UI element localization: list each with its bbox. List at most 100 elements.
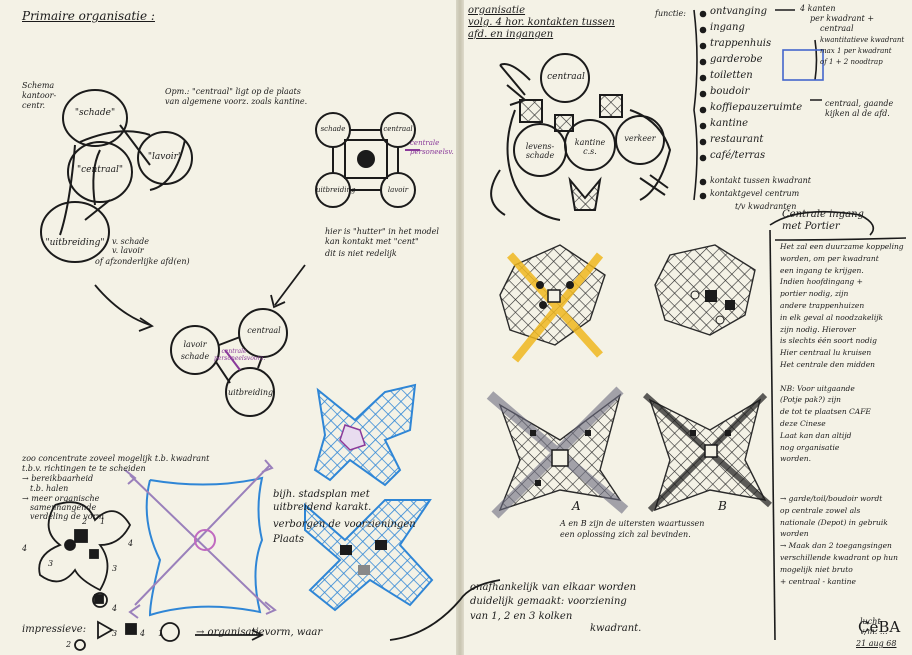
blue-grid-bottom xyxy=(305,500,432,610)
funct-aside-5: of 1 + 2 noodtrap xyxy=(820,59,883,66)
note-stad-1: bijh. stadsplan met xyxy=(273,490,370,501)
label-lavoir: "lavoir" xyxy=(145,152,185,162)
legend-item-1: 1 xyxy=(158,630,163,638)
box-text-line: andere trappenhuizen xyxy=(780,302,908,314)
note-opm-2: van algemene voorz. zoals kantine. xyxy=(165,98,307,106)
label-a: A xyxy=(572,500,581,513)
funct-aside-3: kwantitatieve kwadrant xyxy=(820,37,904,44)
right-title-2: volg. 4 hor. kontakten tussen xyxy=(468,18,615,29)
note-uitbr-3: of afzonderlijke afd(en) xyxy=(95,258,190,266)
legend-marks xyxy=(75,580,500,650)
label-rp-levens: levens-schade xyxy=(515,142,565,160)
ab-note-0: A en B zijn de uitersten waartussen xyxy=(560,520,704,528)
right-title-1: organisatie xyxy=(468,6,525,17)
num-4b: 4 xyxy=(128,540,133,548)
funct-item-6: koffiepauzeruimte xyxy=(710,103,802,114)
box-text-2-line: + centraal - kantine xyxy=(780,578,908,590)
label-schade: "schade" xyxy=(70,108,120,118)
box-text-line: Laat kan dan altijd xyxy=(780,432,908,444)
label-r-uitbreiding: uitbreiding xyxy=(316,186,350,194)
funct-aside-4: max 1 per kwadrant xyxy=(820,48,892,55)
box-text-line xyxy=(780,373,908,385)
label-b-mid: centrale personeelsvoorz. xyxy=(214,348,254,362)
label-rp-centraal: centraal xyxy=(544,72,588,82)
note-conc-7: verdeling de vorm xyxy=(30,513,104,521)
right-title-3: afd. en ingangen xyxy=(468,30,553,41)
label-rp-kantine: kantine c.s. xyxy=(568,138,612,156)
funct-item-1: ingang xyxy=(710,23,745,34)
funct-item-8: restaurant xyxy=(710,135,763,146)
legend-item-2: 2 xyxy=(66,641,71,649)
funct-aside-2: centraal xyxy=(820,25,854,33)
box-text-line: worden, om per kwadrant xyxy=(780,255,908,267)
label-rp-verkeer: verkeer xyxy=(618,134,662,143)
funct-label: functie: xyxy=(655,10,686,18)
note-stad-2: uitbreidend karakt. xyxy=(273,503,371,514)
label-b-lavoir: lavoir xyxy=(176,340,214,349)
num-4a: 4 xyxy=(22,545,27,553)
label-r-centraal: centraal xyxy=(381,125,415,133)
note-schema-2: kantoor- xyxy=(22,92,56,100)
funct-item-2: trappenhuis xyxy=(710,39,771,50)
note-stad-3: verborgen de voorzieningen xyxy=(273,520,416,531)
num-4c: 4 xyxy=(112,605,117,613)
box-title-1: met Portier xyxy=(782,222,840,233)
arrow-left-to-bottom xyxy=(95,265,305,331)
note-hutter-2: kan kontakt met "cent" xyxy=(325,238,419,246)
box-text-line: deze Cinese xyxy=(780,420,908,432)
funct-item-5: boudoir xyxy=(710,87,749,98)
legend-item-3: 3 xyxy=(112,630,117,638)
purple-x-diagram xyxy=(125,460,275,618)
note-purple-1: centrale xyxy=(410,140,439,147)
funct-item-9: café/terras xyxy=(710,151,765,162)
label-r-lavoir: lavoir xyxy=(381,186,415,194)
funct-item-0: ontvanging xyxy=(710,7,767,18)
box-text-line: worden. xyxy=(780,455,908,467)
note-schema-1: Schema xyxy=(22,82,54,90)
funct-aside2-0: centraal, gaande xyxy=(825,100,893,108)
box-text-line: in elk geval al noodzakelijk xyxy=(780,314,908,326)
label-b-uitbreiding: uitbreiding xyxy=(228,388,273,397)
funct-item-7: kantine xyxy=(710,119,748,130)
grid-b xyxy=(645,395,770,510)
note-br-3: van 1, 2 en 3 kolken xyxy=(470,612,572,623)
grid-a xyxy=(490,390,625,515)
label-r-schade: schade xyxy=(316,125,350,133)
note-schema-3: centr. xyxy=(22,102,45,110)
box-text-2: → garde/toil/boudoir wordtop centrale zo… xyxy=(780,495,908,589)
grid-yellow xyxy=(500,245,605,360)
num-3b: 3 xyxy=(112,565,117,573)
stamp-date: 21 aug 68 xyxy=(856,640,897,648)
label-uitbreiding: "uitbreiding" xyxy=(45,238,105,248)
funct-item-3: garderobe xyxy=(710,55,763,66)
note-purple-2: personeelsv. xyxy=(410,149,454,156)
note-plaats: Plaats xyxy=(273,535,304,546)
note-br-1: onafhankelijk van elkaar worden xyxy=(470,583,636,594)
note-conc-1: zoo concentrate zoveel mogelijk t.b. kwa… xyxy=(22,455,209,463)
funct-aside-0: 4 kanten xyxy=(800,5,836,13)
note-hutter-3: dit is niet redelijk xyxy=(325,250,397,258)
funct-bottom-0: kontakt tussen kwadrant xyxy=(710,177,811,185)
note-hutter-1: hier is "hutter" in het model xyxy=(325,228,439,236)
legend-item-4: 4 xyxy=(140,630,145,638)
box-title-0: Centrale ingang xyxy=(782,210,864,221)
note-br-2: duidelijk gemaakt: voorziening xyxy=(470,597,627,608)
note-conc-3: → bereikbaarheid xyxy=(22,475,93,483)
label-b-centraal: centraal xyxy=(243,326,285,335)
note-conc-4: t.b. halen xyxy=(30,485,68,493)
box-text-2-line: mogelijk niet bruto xyxy=(780,566,908,578)
label-b: B xyxy=(718,500,727,513)
num-2: 2 xyxy=(82,518,87,526)
num-3a: 3 xyxy=(48,560,53,568)
stamp-ceba: CeBA xyxy=(858,620,900,636)
num-1: 1 xyxy=(100,518,105,526)
left-title: Primaire organisatie : xyxy=(22,10,155,23)
ab-note-1: een oplossing zich zal bevinden. xyxy=(560,531,691,539)
box-text-line: Het centrale den midden xyxy=(780,361,908,373)
blue-grid-top xyxy=(315,385,415,485)
label-b-schade: schade xyxy=(176,352,214,361)
funct-item-4: toiletten xyxy=(710,71,753,82)
